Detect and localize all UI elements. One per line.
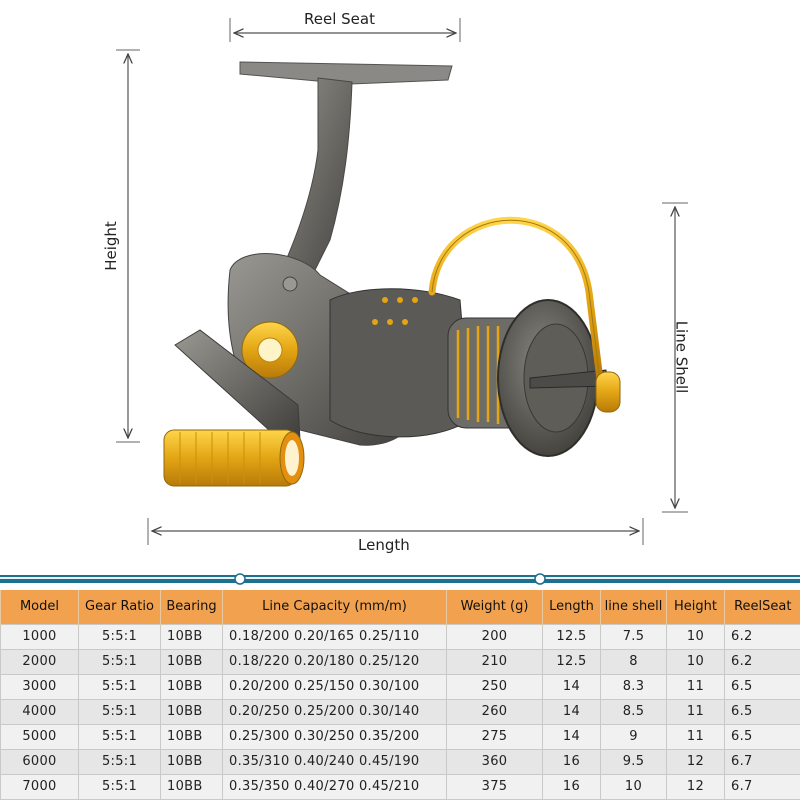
cell-height: 11 [666, 673, 725, 700]
cell-line-shell: 9 [600, 723, 667, 750]
cell-reel-seat: 6.5 [724, 723, 800, 750]
cell-bearing: 10BB [160, 648, 223, 675]
column-header-line-capacity: Line Capacity (mm/m) [222, 590, 447, 624]
cell-length: 12.5 [542, 648, 601, 675]
line-shell-label: Line Shell [672, 320, 691, 394]
cell-bearing: 10BB [160, 623, 223, 650]
cell-line-shell: 7.5 [600, 623, 667, 650]
cell-gear-ratio: 5:5:1 [78, 773, 161, 800]
cell-gear-ratio: 5:5:1 [78, 673, 161, 700]
cell-length: 14 [542, 723, 601, 750]
cell-model: 4000 [0, 698, 79, 725]
cell-length: 16 [542, 748, 601, 775]
cell-model: 3000 [0, 673, 79, 700]
reel-dimension-diagram: Reel Seat Height Line Shell Length [101, 10, 691, 554]
cell-line-shell: 10 [600, 773, 667, 800]
cell-gear-ratio: 5:5:1 [78, 698, 161, 725]
specification-table: Model Gear Ratio Bearing Line Capacity (… [0, 590, 800, 800]
cell-height: 12 [666, 773, 725, 800]
table-row: 2000 5:5:1 10BB 0.18/220 0.20/180 0.25/1… [0, 648, 800, 675]
cell-weight: 260 [446, 698, 543, 725]
cell-line-capacity: 0.20/250 0.25/200 0.30/140 [222, 698, 447, 725]
column-header-line-shell: line shell [600, 590, 667, 624]
cell-model: 6000 [0, 748, 79, 775]
column-header-gear-ratio: Gear Ratio [78, 590, 161, 624]
height-label: Height [101, 221, 120, 271]
column-header-model: Model [0, 590, 79, 624]
table-row: 3000 5:5:1 10BB 0.20/200 0.25/150 0.30/1… [0, 673, 800, 700]
cell-model: 2000 [0, 648, 79, 675]
cell-line-shell: 8.5 [600, 698, 667, 725]
cell-length: 14 [542, 698, 601, 725]
cell-weight: 360 [446, 748, 543, 775]
cell-weight: 275 [446, 723, 543, 750]
cell-gear-ratio: 5:5:1 [78, 748, 161, 775]
cell-line-capacity: 0.20/200 0.25/150 0.30/100 [222, 673, 447, 700]
column-header-length: Length [542, 590, 601, 624]
cell-line-shell: 8 [600, 648, 667, 675]
reel-seat-label: Reel Seat [304, 10, 375, 28]
cell-height: 10 [666, 623, 725, 650]
cell-line-shell: 8.3 [600, 673, 667, 700]
cell-length: 14 [542, 673, 601, 700]
cell-height: 11 [666, 698, 725, 725]
column-header-height: Height [666, 590, 725, 624]
cell-bearing: 10BB [160, 748, 223, 775]
cell-weight: 210 [446, 648, 543, 675]
cell-gear-ratio: 5:5:1 [78, 723, 161, 750]
length-label: Length [358, 536, 410, 554]
reel-diagram-svg [116, 18, 688, 545]
cell-weight: 200 [446, 623, 543, 650]
cell-model: 7000 [0, 773, 79, 800]
cell-reel-seat: 6.2 [724, 648, 800, 675]
column-header-bearing: Bearing [160, 590, 223, 624]
cell-line-capacity: 0.18/200 0.20/165 0.25/110 [222, 623, 447, 650]
cell-reel-seat: 6.7 [724, 748, 800, 775]
cell-bearing: 10BB [160, 723, 223, 750]
table-row: 1000 5:5:1 10BB 0.18/200 0.20/165 0.25/1… [0, 623, 800, 650]
column-header-weight: Weight (g) [446, 590, 543, 624]
cell-reel-seat: 6.7 [724, 773, 800, 800]
cell-length: 16 [542, 773, 601, 800]
cell-line-shell: 9.5 [600, 748, 667, 775]
cell-line-capacity: 0.18/220 0.20/180 0.25/120 [222, 648, 447, 675]
cell-height: 12 [666, 748, 725, 775]
cell-reel-seat: 6.5 [724, 698, 800, 725]
line-shell-dimension [662, 202, 688, 513]
cell-weight: 375 [446, 773, 543, 800]
cell-height: 11 [666, 723, 725, 750]
cell-line-capacity: 0.25/300 0.30/250 0.35/200 [222, 723, 447, 750]
cell-bearing: 10BB [160, 698, 223, 725]
length-dimension [147, 518, 644, 545]
column-header-reel-seat: ReelSeat [724, 590, 800, 624]
table-header-row: Model Gear Ratio Bearing Line Capacity (… [0, 590, 800, 624]
decorative-divider-band [0, 573, 800, 585]
cell-reel-seat: 6.5 [724, 673, 800, 700]
cell-length: 12.5 [542, 623, 601, 650]
table-row: 5000 5:5:1 10BB 0.25/300 0.30/250 0.35/2… [0, 723, 800, 750]
height-dimension [116, 49, 140, 443]
cell-reel-seat: 6.2 [724, 623, 800, 650]
cell-weight: 250 [446, 673, 543, 700]
cell-model: 1000 [0, 623, 79, 650]
cell-gear-ratio: 5:5:1 [78, 623, 161, 650]
cell-height: 10 [666, 648, 725, 675]
reel-seat-dimension [229, 18, 461, 42]
table-row: 4000 5:5:1 10BB 0.20/250 0.25/200 0.30/1… [0, 698, 800, 725]
table-row: 7000 5:5:1 10BB 0.35/350 0.40/270 0.45/2… [0, 773, 800, 800]
spinning-reel-image [163, 61, 621, 487]
cell-gear-ratio: 5:5:1 [78, 648, 161, 675]
cell-bearing: 10BB [160, 673, 223, 700]
cell-line-capacity: 0.35/350 0.40/270 0.45/210 [222, 773, 447, 800]
cell-model: 5000 [0, 723, 79, 750]
cell-line-capacity: 0.35/310 0.40/240 0.45/190 [222, 748, 447, 775]
table-row: 6000 5:5:1 10BB 0.35/310 0.40/240 0.45/1… [0, 748, 800, 775]
cell-bearing: 10BB [160, 773, 223, 800]
